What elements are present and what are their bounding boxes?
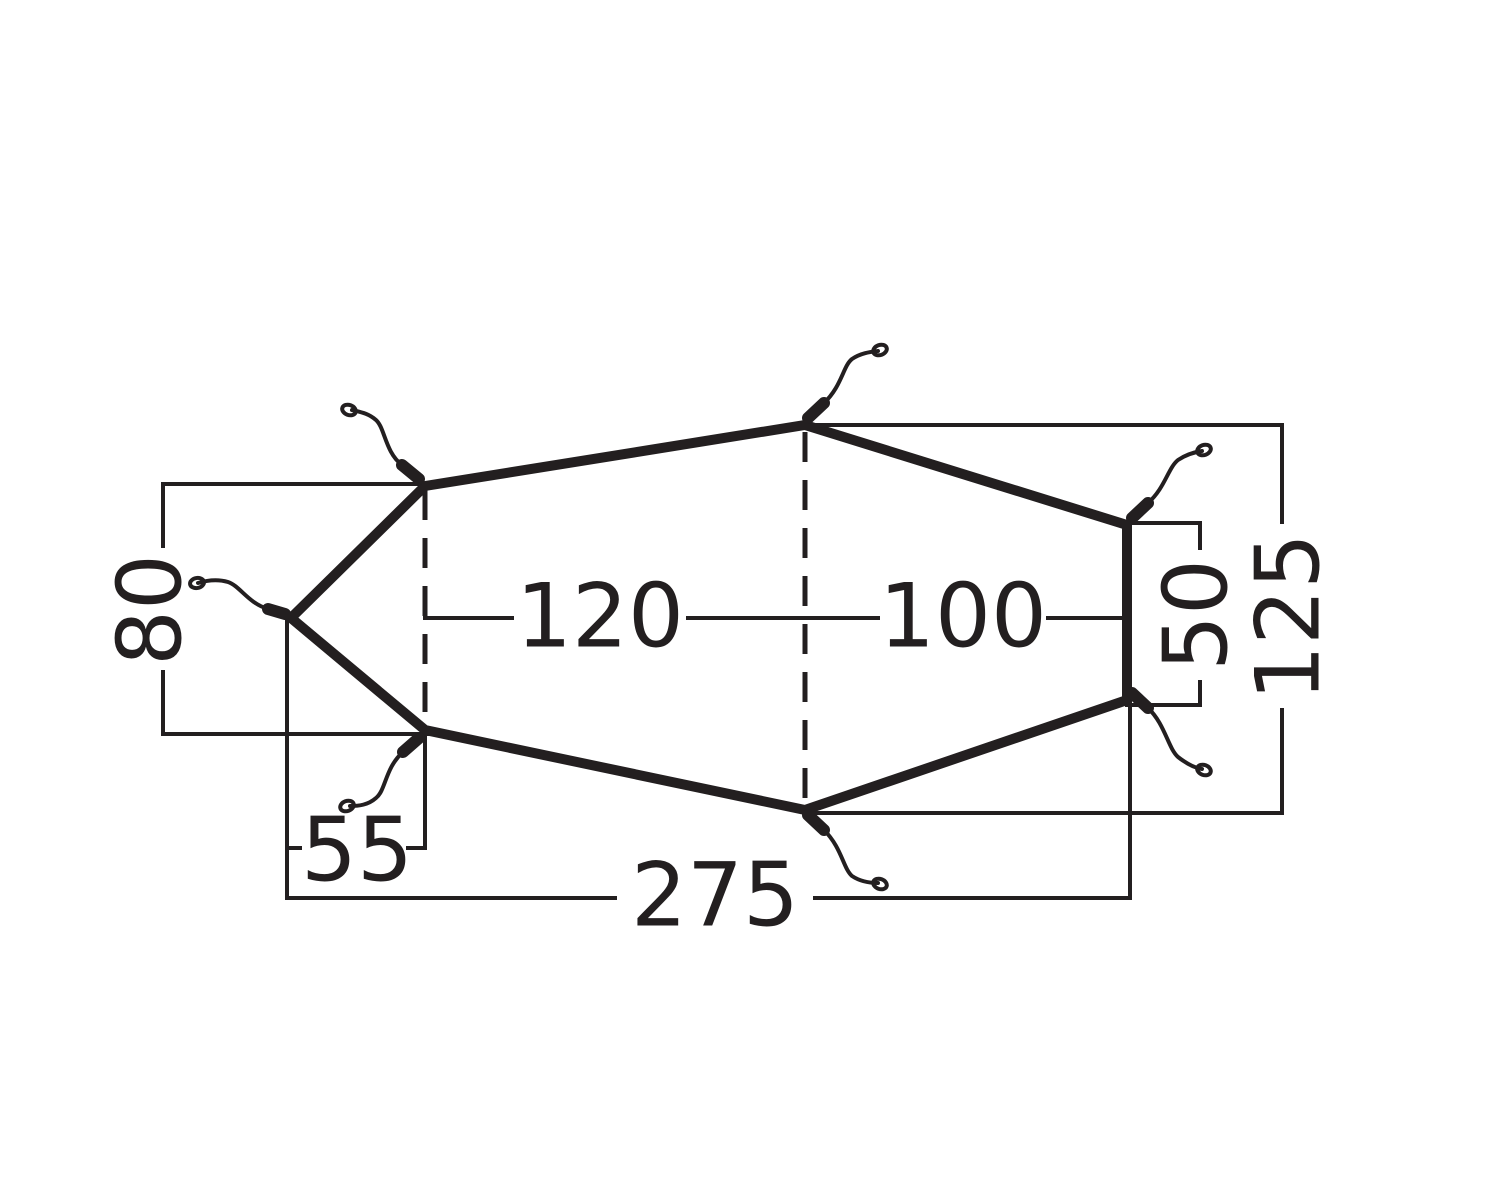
label-bay-depth: 55 xyxy=(301,799,413,902)
label-bay-width: 80 xyxy=(99,554,202,666)
peg-cord-mid-bottom xyxy=(802,809,889,892)
peg-cord-rear-top xyxy=(1126,442,1213,524)
label-inner-length-front: 120 xyxy=(516,565,684,668)
label-inner-length-rear: 100 xyxy=(879,565,1047,668)
peg-cords xyxy=(188,342,1213,892)
peg-cord-front-tip xyxy=(188,575,291,620)
tent-outline xyxy=(283,419,1132,816)
peg-cord-front-bottom xyxy=(338,732,425,814)
peg-cord-rear-bottom xyxy=(1126,687,1213,778)
dimension-lines xyxy=(161,423,1284,900)
dim-bracket-80 xyxy=(161,482,430,736)
dim-bracket-125 xyxy=(803,423,1284,815)
label-total-length: 275 xyxy=(631,844,799,947)
dim-bracket-275 xyxy=(285,698,1132,900)
peg-cord-mid-top xyxy=(802,342,889,424)
peg-cord-front-top xyxy=(340,402,425,485)
label-total-width: 125 xyxy=(1237,533,1340,701)
label-rear-width: 50 xyxy=(1145,559,1248,671)
